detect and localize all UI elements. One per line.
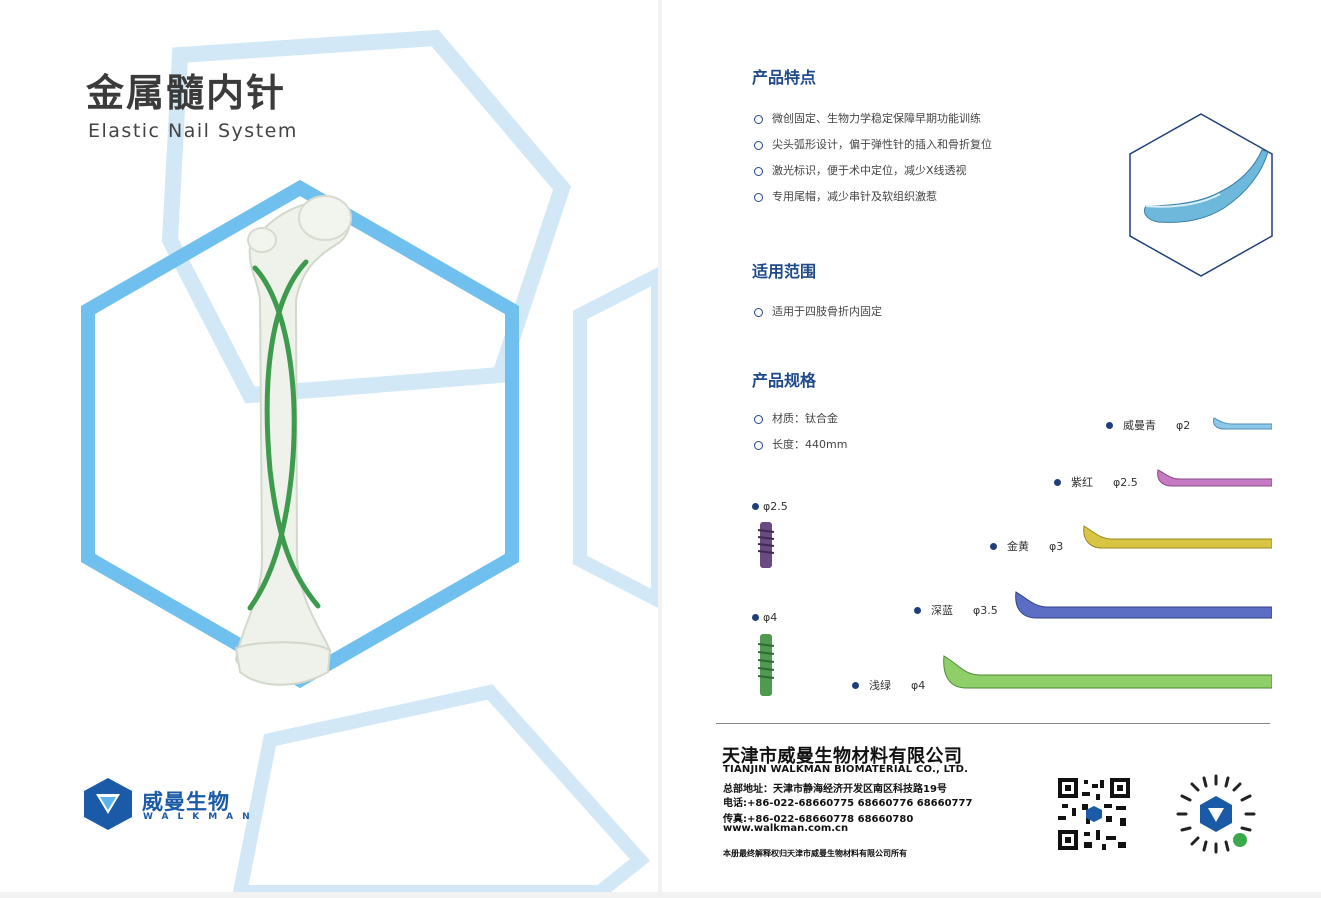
nail-cyan xyxy=(1213,417,1272,430)
list-item: 专用尾帽，减少串针及软组织激惹 xyxy=(754,184,992,210)
copyright-notice: 本册最终解释权归天津市威曼生物材料有限公司所有 xyxy=(723,849,907,858)
page-subtitle: Elastic Nail System xyxy=(88,120,298,142)
dot-bullet-icon xyxy=(752,503,759,510)
end-cap-large-icon xyxy=(757,634,775,696)
mini-program-code-icon[interactable] xyxy=(1174,772,1258,856)
features-heading: 产品特点 xyxy=(752,68,817,87)
specs-heading: 产品规格 xyxy=(752,371,817,390)
features-list: 微创固定、生物力学稳定保障早期功能训练 尖头弧形设计，偏于弹性针的插入和骨折复位… xyxy=(754,106,992,210)
qr-code-icon[interactable] xyxy=(1056,776,1132,852)
cover-page: 金属髓内针 Elastic Nail System 威曼生物 WALKMAN xyxy=(0,0,658,892)
detail-page: 产品特点 微创固定、生物力学稳定保障早期功能训练 尖头弧形设计，偏于弹性针的插入… xyxy=(662,0,1321,892)
list-item: 材质：钛合金 xyxy=(754,406,847,432)
list-item: 激光标识，便于术中定位，减少X线透视 xyxy=(754,158,992,184)
nail-magenta xyxy=(1157,469,1272,487)
company-address: 总部地址：天津市静海经济开发区南区科技路19号 xyxy=(723,784,947,795)
dot-bullet-icon xyxy=(852,681,859,689)
nail-tip-closeup-icon xyxy=(1129,113,1273,277)
ring-bullet-icon xyxy=(754,192,763,202)
hexagon-background xyxy=(81,29,658,892)
specs-list: 材质：钛合金 长度：440mm xyxy=(754,406,847,458)
elastic-nails-illustration xyxy=(247,259,321,611)
list-item: 微创固定、生物力学稳定保障早期功能训练 xyxy=(754,106,992,132)
dot-bullet-icon xyxy=(914,606,921,614)
ring-bullet-icon xyxy=(754,140,763,150)
scope-heading: 适用范围 xyxy=(752,262,817,281)
ring-bullet-icon xyxy=(754,307,763,317)
brand-name-en: WALKMAN xyxy=(143,812,259,822)
dot-bullet-icon xyxy=(1106,421,1113,429)
footer-divider xyxy=(716,723,1270,724)
list-item: 长度：440mm xyxy=(754,432,847,458)
company-name-cn: 天津市威曼生物材料有限公司 xyxy=(722,746,963,767)
company-fax: 传真:+86-022-68660778 68660780 xyxy=(723,814,914,825)
end-cap-small-icon xyxy=(757,522,775,568)
company-phone: 电话:+86-022-68660775 68660776 68660777 xyxy=(723,798,973,809)
ring-bullet-icon xyxy=(754,440,763,450)
ring-bullet-icon xyxy=(754,414,763,424)
list-item: 适用于四肢骨折内固定 xyxy=(754,299,882,325)
dot-bullet-icon xyxy=(752,614,759,621)
ring-bullet-icon xyxy=(754,166,763,176)
cap-label: φ2.5 xyxy=(752,500,788,513)
walkman-logo-icon xyxy=(84,778,132,830)
nail-green xyxy=(943,655,1272,689)
dot-bullet-icon xyxy=(1054,478,1061,486)
brand-name-cn: 威曼生物 xyxy=(142,790,230,814)
cap-label: φ4 xyxy=(752,611,777,624)
scope-list: 适用于四肢骨折内固定 xyxy=(754,299,882,325)
nail-blue xyxy=(1015,591,1272,619)
company-website[interactable]: www.walkman.com.cn xyxy=(723,823,849,834)
ring-bullet-icon xyxy=(754,114,763,124)
company-name-en: TIANJIN WALKMAN BIOMATERIAL CO., LTD. xyxy=(723,764,969,775)
page-title: 金属髓内针 xyxy=(86,71,287,115)
dot-bullet-icon xyxy=(990,542,997,550)
nail-yellow xyxy=(1083,525,1272,549)
list-item: 尖头弧形设计，偏于弹性针的插入和骨折复位 xyxy=(754,132,992,158)
